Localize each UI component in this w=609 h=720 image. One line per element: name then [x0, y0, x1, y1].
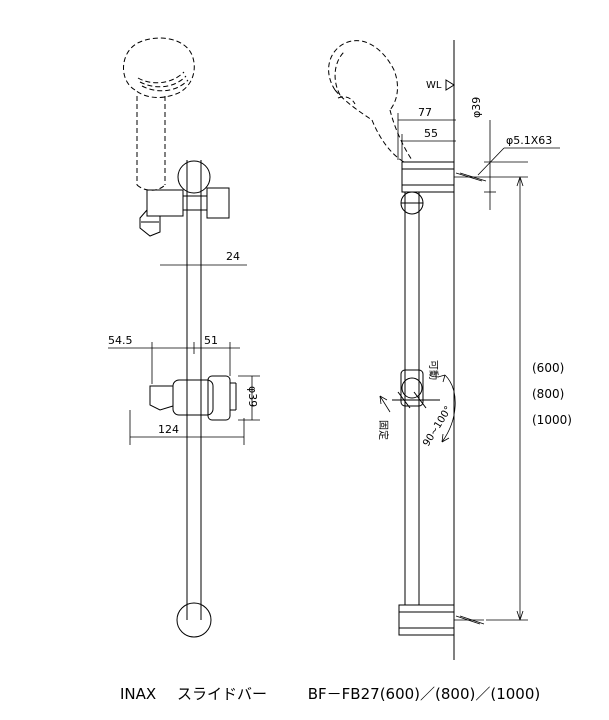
dim-left-phi39: φ39 — [246, 386, 259, 407]
dim-55: 55 — [424, 127, 438, 140]
dim-124: 124 — [158, 423, 179, 436]
caption-brand: INAX — [120, 685, 157, 703]
dim-right-phi39: φ39 — [470, 97, 483, 118]
bottom-bracket-cap — [176, 602, 212, 638]
wl-marker — [445, 79, 455, 91]
side-bottom-bracket — [398, 604, 455, 636]
upper-holder — [139, 187, 230, 237]
dim-51: 51 — [204, 334, 218, 347]
label-fixed: 固定 — [377, 420, 390, 440]
wl-label: WL — [426, 80, 442, 91]
screw-spec: φ5.1X63 — [506, 134, 552, 147]
length-600: (600) — [532, 361, 564, 375]
side-dimensions — [397, 113, 560, 621]
dim-54-5: 54.5 — [108, 334, 133, 347]
caption-model: BF－FB27(600)／(800)／(1000) — [307, 685, 541, 703]
slide-bar — [186, 160, 202, 620]
side-shower-head-dashed — [328, 40, 413, 163]
side-upper-bracket — [400, 161, 455, 215]
front-view — [108, 37, 260, 638]
drawing-caption: INAX スライドバー BF－FB27(600)／(800)／(1000) — [120, 683, 600, 705]
front-dimensions — [108, 258, 260, 445]
angle-label: 90~100° — [421, 404, 454, 448]
dim-24: 24 — [226, 250, 240, 263]
top-bracket-cap — [177, 160, 211, 194]
caption-product: スライドバー — [176, 685, 267, 703]
length-1000: (1000) — [532, 413, 572, 427]
side-slider — [379, 369, 456, 443]
shower-head-dashed — [123, 37, 195, 191]
lower-holder — [149, 375, 237, 421]
label-movable: 可動 — [427, 360, 440, 380]
screws — [454, 172, 487, 625]
dim-77: 77 — [418, 106, 432, 119]
length-800: (800) — [532, 387, 564, 401]
side-view — [328, 40, 560, 660]
